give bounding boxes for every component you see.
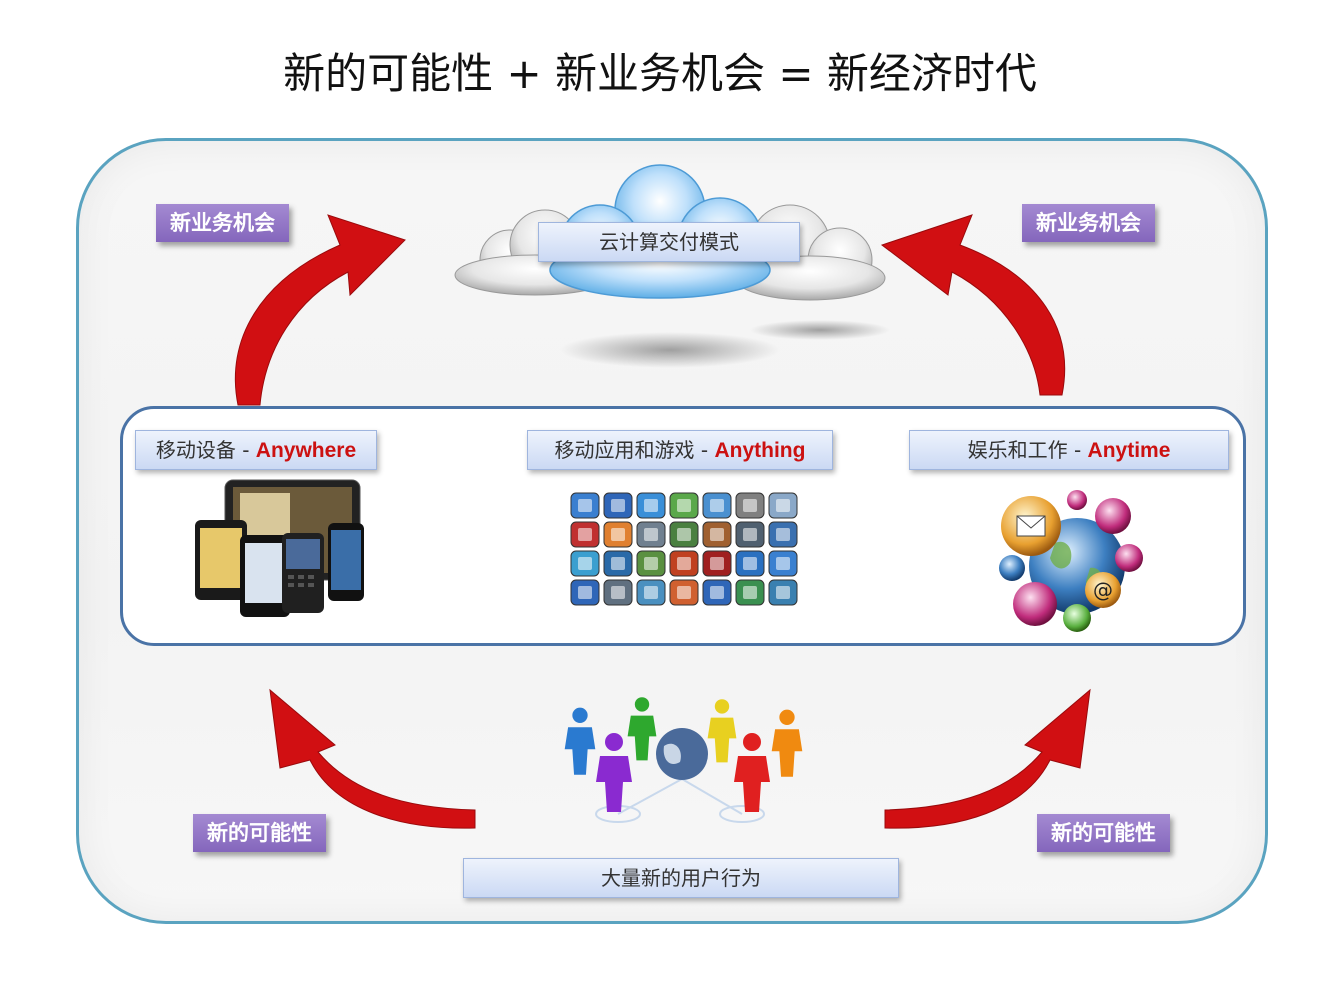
app-icon-glyph [578,586,592,599]
person-figure [596,733,632,812]
svg-text:@: @ [1093,578,1113,602]
app-icon-glyph [578,557,592,570]
app-icon-glyph [611,528,625,541]
app-icon-glyph [710,557,724,570]
app-icon-glyph [677,528,691,541]
app-icon-glyph [743,528,757,541]
person-figure [734,733,770,812]
entertainment-globe-image: @ [999,490,1143,632]
new-possibilities-label-right: 新的可能性 [1037,814,1170,852]
category-prefix: 娱乐和工作 - [967,438,1088,462]
category-prefix: 移动应用和游戏 - [554,438,715,462]
app-icon-glyph [710,528,724,541]
app-icon-glyph [710,499,724,512]
arrow-top-left [234,214,406,406]
user-behavior-label: 大量新的用户行为 [463,858,899,898]
app-icon-glyph [776,499,790,512]
category-prefix: 移动设备 - [155,438,256,462]
person-figure [707,699,737,763]
app-icon-glyph [776,586,790,599]
app-icon-glyph [743,586,757,599]
new-business-opportunity-label-right: 新业务机会 [1022,204,1155,242]
app-icon-glyph [710,586,724,599]
app-icon-glyph [578,499,592,512]
person-figure [627,697,657,761]
category-highlight: Anywhere [255,439,357,462]
category-highlight: Anytime [1087,439,1171,462]
arrow-bottom-left [269,688,476,829]
arrow-bottom-right [884,688,1091,829]
app-icon-glyph [743,499,757,512]
users-network-image [564,697,803,823]
new-possibilities-label-left: 新的可能性 [193,814,326,852]
app-icon-glyph [677,499,691,512]
app-icon-glyph [611,499,625,512]
category-highlight: Anything [714,439,806,462]
app-icons-grid [570,492,798,606]
app-icon-glyph [677,586,691,599]
person-figure [771,709,803,777]
cloud-graphic [454,164,890,368]
cloud-delivery-label: 云计算交付模式 [538,222,800,262]
app-icon-glyph [776,528,790,541]
app-icon-glyph [677,557,691,570]
app-icon-glyph [644,557,658,570]
page-title: 新的可能性 + 新业务机会 = 新经济时代 [283,49,1037,98]
person-figure [564,707,596,775]
new-business-opportunity-label-left: 新业务机会 [156,204,289,242]
category-mobile-devices: 移动设备 - Anywhere [135,430,377,470]
app-icon-glyph [776,557,790,570]
arrow-top-right [880,214,1066,396]
app-icon-glyph [644,528,658,541]
app-icon-glyph [611,557,625,570]
mobile-devices-image [195,479,364,617]
category-entertainment-work: 娱乐和工作 - Anytime [909,430,1229,470]
app-icon-glyph [578,528,592,541]
app-icon-glyph [611,586,625,599]
app-icon-glyph [644,499,658,512]
category-mobile-apps: 移动应用和游戏 - Anything [527,430,833,470]
app-icon-glyph [743,557,757,570]
app-icon-glyph [644,586,658,599]
